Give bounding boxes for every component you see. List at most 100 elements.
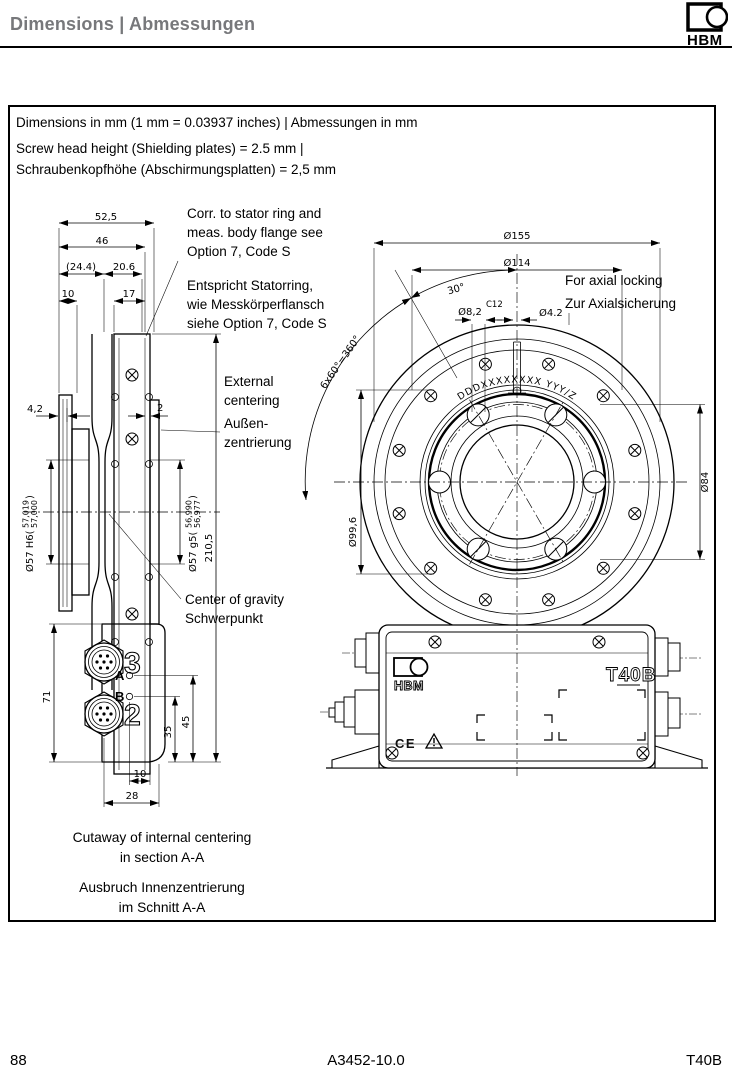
bore-dim-left: Ø57 H6( 57,019 57,000 ) <box>22 459 59 572</box>
dim-210-5: 210,5 <box>204 534 215 563</box>
ce-mark: CE <box>395 736 416 751</box>
dim-84: Ø84 <box>699 472 711 493</box>
corr-note-de-2: wie Messkörperflansch <box>186 297 324 312</box>
corr-note-en-3: Option 7, Code S <box>187 244 291 259</box>
note-screwhead-de: Schraubenkopfhöhe (Abschirmungsplatten) … <box>16 162 337 177</box>
housing-connectors <box>320 632 702 737</box>
external-centering-leader <box>160 429 221 433</box>
dim-46: 46 <box>96 236 109 247</box>
center-of-gravity-en: Center of gravity <box>185 592 284 607</box>
side-view: 3 2 A B 52,5 46 (24.4) <box>22 212 221 807</box>
corr-leader <box>145 260 179 337</box>
point-a-label: A <box>115 668 125 683</box>
corr-note-en-1: Corr. to stator ring and <box>187 206 321 221</box>
dim-4-2: 4,2 <box>27 404 43 415</box>
point-b-label: B <box>115 689 124 704</box>
corr-note-en-2: meas. body flange see <box>187 225 323 240</box>
footer-page-number: 88 <box>10 1052 27 1069</box>
footer-model: T40B <box>686 1052 722 1069</box>
label-brackets <box>476 689 646 741</box>
center-of-gravity-de: Schwerpunkt <box>185 611 263 626</box>
point-b-marker <box>125 692 134 701</box>
technical-drawing: 3 2 A B 52,5 46 (24.4) <box>22 206 711 807</box>
cutaway-de-1: Ausbruch Innenzentrierung <box>79 880 245 895</box>
footer-doc-number: A3452-10.0 <box>327 1052 405 1069</box>
axial-locking-note: For axial locking Zur Axialsicherung <box>565 273 676 325</box>
svg-text:56,977: 56,977 <box>193 500 202 528</box>
axial-locking-en: For axial locking <box>565 273 663 288</box>
housing-ce-mark: CE <box>395 732 444 751</box>
dim-99-6-group: Ø99,6 <box>347 389 434 575</box>
cutaway-de-2: im Schnitt A-A <box>118 900 206 915</box>
hbm-logo: HBM <box>686 2 729 49</box>
note-screwhead-en: Screw head height (Shielding plates) = 2… <box>16 141 304 156</box>
dim-10-bottom: 10 <box>134 769 147 780</box>
cutaway-en-1: Cutaway of internal centering <box>72 830 252 845</box>
cutaway-en-2: in section A-A <box>119 850 205 865</box>
dim-45: 45 <box>181 716 192 729</box>
rotor-shaft <box>91 334 113 690</box>
housing: HBM T40B CE <box>320 624 708 769</box>
dim-84-group: Ø84 <box>600 404 711 560</box>
housing-hbm-text: HBM <box>394 679 424 693</box>
corr-note-de-1: Entspricht Statorring, <box>187 278 313 293</box>
hbm-logo-text: HBM <box>687 32 723 48</box>
connector-2-label: 2 <box>124 699 141 732</box>
adapter-flange <box>58 394 90 612</box>
housing-panel <box>385 631 649 762</box>
side-annotations: Corr. to stator ring and meas. body flan… <box>108 206 327 626</box>
warning-icon <box>424 732 444 749</box>
external-centering-de-1: Außen- <box>224 416 268 431</box>
plug-connector-2 <box>84 691 124 737</box>
svg-text:): ) <box>188 495 199 499</box>
dim-210-5-group: 210,5 <box>152 333 221 763</box>
connector-housing: 3 2 A B <box>84 623 166 763</box>
dim-30deg: 30° <box>446 282 466 297</box>
dim-52-5: 52,5 <box>95 212 117 223</box>
dim-20-6: 20.6 <box>113 262 135 273</box>
side-bottom-dimensions: 71 45 35 10 28 <box>42 623 198 807</box>
plug-connector-3 <box>84 639 124 685</box>
hole-dimensions: Ø8,2 C12 Ø4.2 <box>455 300 563 412</box>
point-a-marker <box>125 671 134 680</box>
dimensions-box: Dimensions in mm (1 mm = 0.03937 inches)… <box>8 105 716 922</box>
hbm-logo-circle <box>705 5 729 29</box>
note-units: Dimensions in mm (1 mm = 0.03937 inches)… <box>16 115 418 130</box>
svg-text:56,990: 56,990 <box>185 500 194 528</box>
dim-35: 35 <box>163 726 174 739</box>
corr-note-de-3: siehe Option 7, Code S <box>187 316 327 331</box>
dim-c12: C12 <box>486 300 503 310</box>
foot-left <box>331 745 380 769</box>
dim-6x60: 6x60°=360° <box>319 334 364 391</box>
dim-28: 28 <box>126 791 139 802</box>
external-centering-en-1: External <box>224 374 274 389</box>
housing-model-marking: T40B <box>606 665 656 687</box>
center-of-gravity-leader <box>108 513 182 600</box>
housing-model-text: T40B <box>606 665 656 686</box>
header-rule <box>0 46 732 48</box>
foot-right <box>654 745 703 769</box>
bore-dim-right: Ø57 g5( 56,990 56,977 ) <box>159 459 202 572</box>
page-title: Dimensions | Abmessungen <box>10 14 256 34</box>
external-centering-en-2: centering <box>224 393 280 408</box>
dim-71: 71 <box>42 691 53 704</box>
side-top-dimensions: 52,5 46 (24.4) 20.6 10 17 <box>58 212 155 393</box>
cutaway-caption: Cutaway of internal centering in section… <box>12 828 312 918</box>
side-small-dimensions: 4,2 2 <box>27 403 168 422</box>
axial-locking-de: Zur Axialsicherung <box>565 296 676 311</box>
dim-99-6: Ø99,6 <box>347 517 359 547</box>
svg-text:57,000: 57,000 <box>30 500 39 528</box>
svg-text:Ø57 H6(: Ø57 H6( <box>24 530 36 572</box>
dim-2: 2 <box>157 403 163 414</box>
svg-text:): ) <box>25 495 36 499</box>
dim-4-2-front: Ø4.2 <box>539 307 563 319</box>
external-centering-de-2: zentrierung <box>224 435 292 450</box>
dim-155: Ø155 <box>504 230 531 242</box>
front-view: DDDXXXXXXXX YYY/Z Ø155 Ø114 <box>302 230 711 776</box>
svg-text:57,019: 57,019 <box>22 500 31 528</box>
housing-hbm-logo: HBM <box>393 657 429 693</box>
dim-10-top: 10 <box>62 289 75 300</box>
dim-8-2: Ø8,2 <box>458 306 482 318</box>
dim-24-4: (24.4) <box>66 262 96 273</box>
dim-17: 17 <box>123 289 136 300</box>
